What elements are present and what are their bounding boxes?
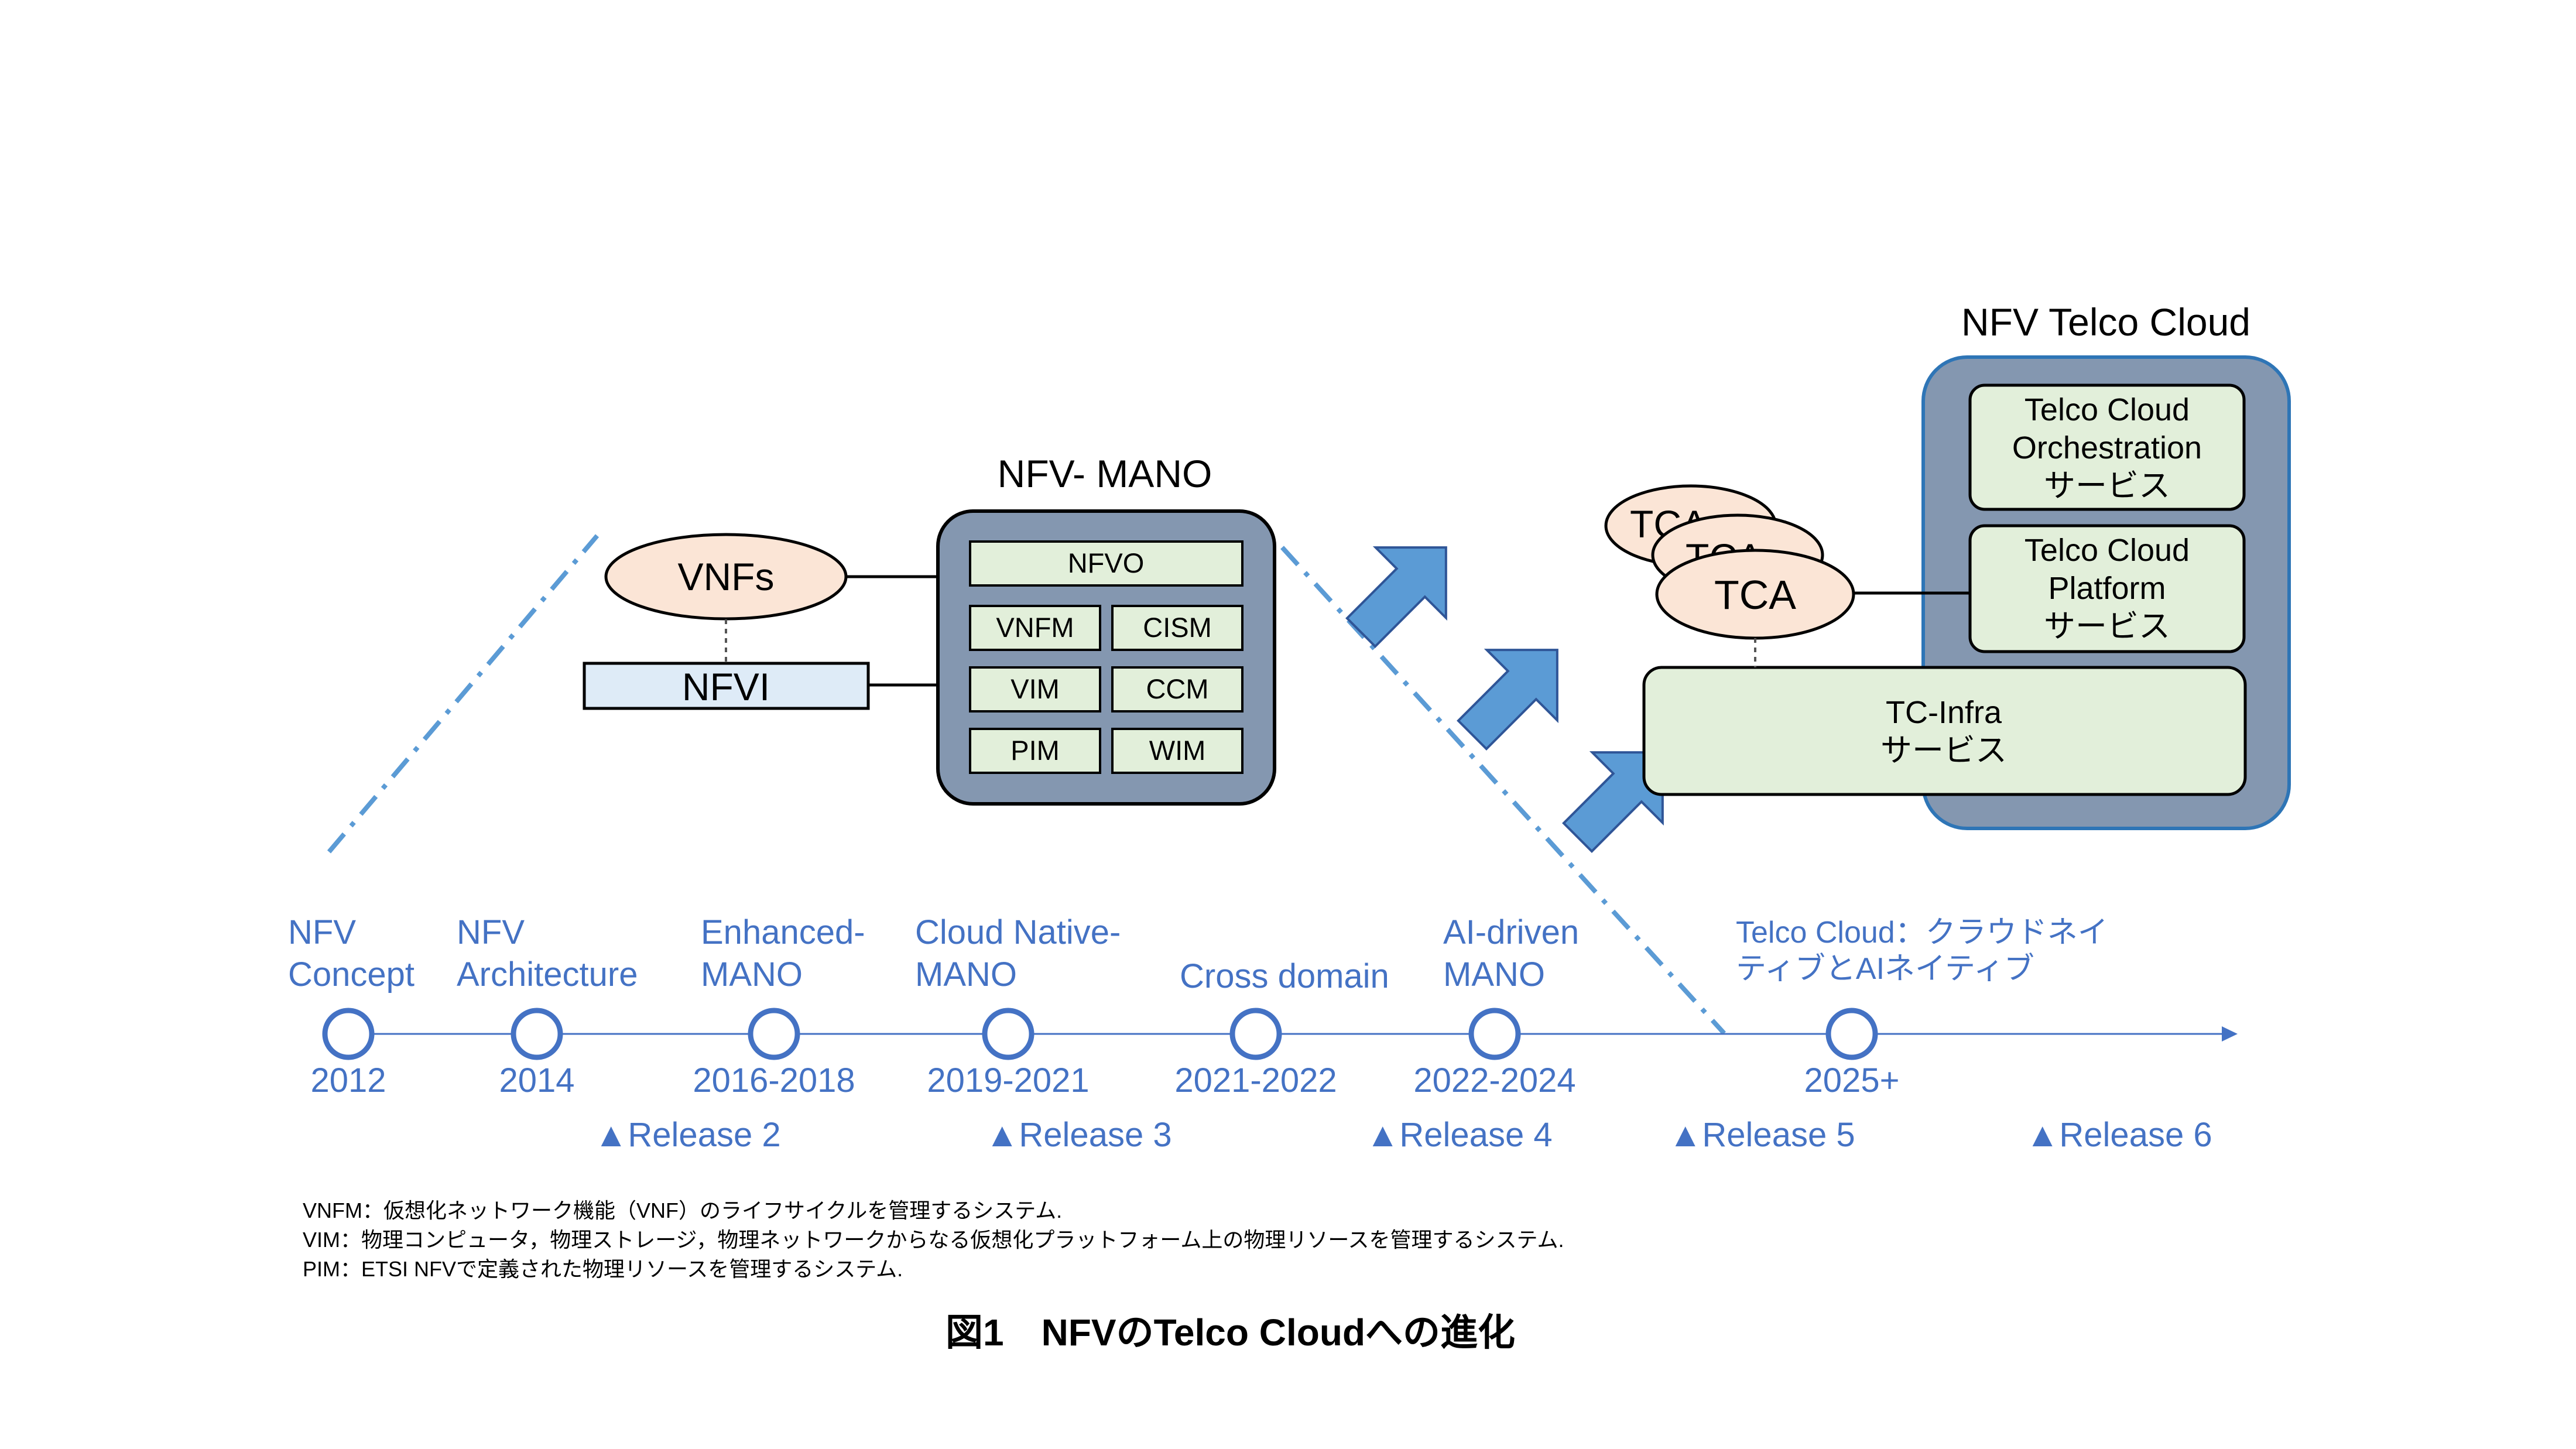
milestone-2021-year: 2021-2022 <box>1174 1061 1337 1099</box>
evolution-arrow-2 <box>1457 649 1558 751</box>
milestone-2019-label-2: MANO <box>915 955 1017 994</box>
milestone-2012-marker <box>322 1008 375 1060</box>
milestone-2025-label-1: Telco Cloud：クラウドネイ <box>1736 916 2108 950</box>
pim-label: PIM <box>1010 735 1060 766</box>
nfvo-box <box>969 540 1244 587</box>
nfvo-label: NFVO <box>1068 547 1145 578</box>
milestone-2025-marker <box>1825 1008 1878 1060</box>
milestone-2012-year: 2012 <box>310 1061 386 1099</box>
zoom-line-left <box>327 534 600 854</box>
orchestration-line2: Orchestration <box>2012 430 2202 465</box>
note-vim: VIM：物理コンピュータ，物理ストレージ，物理ネットワークからなる仮想化プラット… <box>303 1228 1564 1252</box>
vnfm-box <box>969 605 1101 651</box>
release-3: ▲Release 3 <box>985 1116 1172 1154</box>
platform-line1: Telco Cloud <box>2025 533 2190 568</box>
telco-cloud-title: NFV Telco Cloud <box>1961 300 2250 344</box>
wim-label: WIM <box>1149 735 1206 766</box>
platform-box <box>1968 524 2246 653</box>
milestone-2022-label-2: MANO <box>1443 955 1545 994</box>
pim-box <box>969 728 1101 774</box>
wim-box <box>1111 728 1244 774</box>
orchestration-line1: Telco Cloud <box>2025 392 2190 427</box>
tc-infra-box <box>1642 666 2247 796</box>
milestone-2014-label-1: NFV <box>457 913 525 951</box>
milestone-2019-year: 2019-2021 <box>927 1061 1089 1099</box>
milestone-2016-marker <box>748 1008 800 1060</box>
platform-line2: Platform <box>2048 571 2166 606</box>
ccm-box <box>1111 666 1244 712</box>
vnfm-label: VNFM <box>996 612 1074 643</box>
milestone-2016-year: 2016-2018 <box>693 1061 855 1099</box>
vnfs-label: VNFs <box>678 555 775 598</box>
milestone-2014-label-2: Architecture <box>457 955 638 994</box>
vim-box <box>969 666 1101 712</box>
mano-title: NFV- MANO <box>998 452 1212 495</box>
release-4: ▲Release 4 <box>1366 1116 1553 1154</box>
milestone-2021-marker <box>1229 1008 1282 1060</box>
release-6: ▲Release 6 <box>2026 1116 2212 1154</box>
milestone-2022-year: 2022-2024 <box>1413 1061 1575 1099</box>
tc-infra-line1: TC-Infra <box>1886 695 2002 730</box>
tca-label: TCA <box>1714 572 1796 618</box>
milestone-2019-label-1: Cloud Native- <box>915 913 1121 951</box>
milestone-2019-marker <box>982 1008 1034 1060</box>
timeline-arrowhead <box>2222 1026 2238 1042</box>
milestone-2012-label-2: Concept <box>288 955 415 994</box>
figure-caption: 図1 NFVのTelco Cloudへの進化 <box>946 1311 1515 1354</box>
release-2: ▲Release 2 <box>594 1116 781 1154</box>
milestone-2021-label-1: Cross domain <box>1180 957 1389 995</box>
cism-label: CISM <box>1143 612 1212 643</box>
milestone-2014-marker <box>511 1008 563 1060</box>
milestone-2022-label-1: AI-driven <box>1443 913 1579 951</box>
tc-infra-line2: サービス <box>1880 733 2007 768</box>
milestone-2012-label-1: NFV <box>288 913 356 951</box>
ccm-label: CCM <box>1146 673 1208 704</box>
evolution-arrow-1 <box>1345 546 1447 648</box>
milestone-2022-marker <box>1468 1008 1521 1060</box>
nfvi-box <box>583 662 870 710</box>
note-vnfm: VNFM：仮想化ネットワーク機能（VNF）のライフサイクルを管理するシステム. <box>303 1198 1062 1222</box>
milestone-2016-label-1: Enhanced- <box>701 913 865 951</box>
nfvi-label: NFVI <box>682 665 770 708</box>
milestone-2016-label-2: MANO <box>701 955 803 994</box>
milestone-2014-year: 2014 <box>499 1061 574 1099</box>
vim-label: VIM <box>1010 673 1060 704</box>
milestone-2025-label-2: ティブとAIネイティブ <box>1736 952 2034 986</box>
cism-box <box>1111 605 1244 651</box>
platform-line3: サービス <box>2044 609 2170 644</box>
release-5: ▲Release 5 <box>1669 1116 1855 1154</box>
orchestration-line3: サービス <box>2044 468 2170 503</box>
note-pim: PIM：ETSI NFVで定義された物理リソースを管理するシステム. <box>303 1257 903 1281</box>
orchestration-box <box>1968 383 2246 511</box>
milestone-2025-year: 2025+ <box>1804 1061 1900 1099</box>
